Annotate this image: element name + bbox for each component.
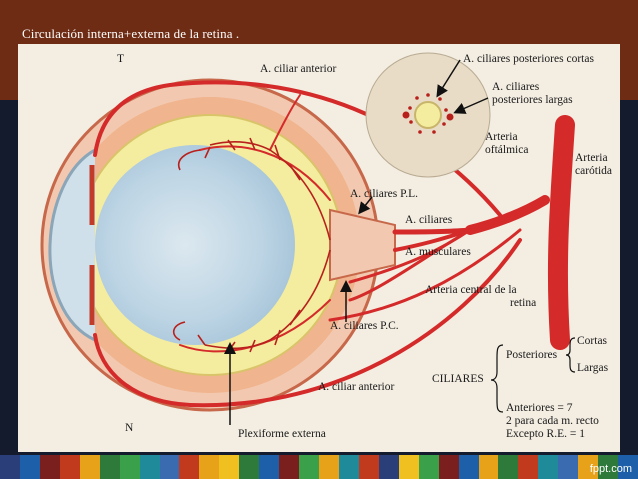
footer-color-block xyxy=(438,455,459,479)
label-ciliares-post-cortas: A. ciliares posteriores cortas xyxy=(463,53,594,65)
pointer-arrows xyxy=(224,59,489,425)
footer-color-block xyxy=(338,455,359,479)
label-ciliares-post-largas-1: A. ciliares xyxy=(492,81,540,93)
label-arteria-carotida-2: carótida xyxy=(575,165,613,177)
vessel-network xyxy=(93,80,575,408)
vessel-carotid xyxy=(547,115,575,350)
footer-color-block xyxy=(418,455,439,479)
footer-color-block xyxy=(179,455,200,479)
cornea xyxy=(48,148,96,342)
label-t: T xyxy=(117,53,125,65)
label-ciliares-post-largas-2: posteriores largas xyxy=(492,94,573,106)
label-ciliares-pl: A. ciliares P.L. xyxy=(350,188,419,200)
footer-color-block xyxy=(598,455,619,479)
label-central-retina-1: Arteria central de la xyxy=(425,284,517,296)
optic-nerve-core xyxy=(414,101,442,129)
footer-color-block xyxy=(219,455,240,479)
optic-nerve xyxy=(329,208,396,282)
footer-color-block xyxy=(498,455,519,479)
label-central-retina-2: retina xyxy=(510,297,537,309)
footer-color-block xyxy=(378,455,399,479)
label-ciliar-anterior-top: A. ciliar anterior xyxy=(260,63,337,75)
classification-anteriores: Anteriores = 7 xyxy=(506,402,573,414)
slide-title: Circulación interna+externa de la retina… xyxy=(22,26,240,41)
footer-color-block xyxy=(99,455,120,479)
footer-color-stripe xyxy=(0,455,638,479)
footer-color-block xyxy=(558,455,579,479)
classification-ciliares: CILIARES xyxy=(432,373,484,385)
ciliary-dots xyxy=(402,93,454,134)
footer-color-block xyxy=(239,455,260,479)
footer-color-block xyxy=(159,455,180,479)
label-plexiforme: Plexiforme externa xyxy=(238,428,326,440)
classification-brackets xyxy=(490,337,576,413)
label-arteria-oftalmica-1: Arteria xyxy=(485,131,518,143)
label-musculares: A. musculares xyxy=(405,246,471,258)
classification-dos-para: 2 para cada m. recto xyxy=(506,415,599,427)
vessel-ophthalmic xyxy=(465,195,550,235)
footer-color-block xyxy=(538,455,559,479)
footer-color-block xyxy=(398,455,419,479)
footer-color-block xyxy=(139,455,160,479)
footer-color-block xyxy=(518,455,539,479)
footer-color-block xyxy=(199,455,220,479)
label-ciliar-anterior-bottom: A. ciliar anterior xyxy=(318,381,395,393)
footer-color-block xyxy=(458,455,479,479)
classification-posteriores: Posteriores xyxy=(506,349,558,361)
footer-color-block xyxy=(618,455,638,479)
footer-color-block xyxy=(358,455,379,479)
vessel-ciliar-anterior-bottom xyxy=(93,238,522,408)
classification-largas: Largas xyxy=(577,362,609,374)
footer-color-block xyxy=(39,455,60,479)
label-ciliares-pc: A. ciliares P.C. xyxy=(330,320,399,332)
footer-color-block xyxy=(578,455,599,479)
footer-color-block xyxy=(79,455,100,479)
footer-color-block xyxy=(19,455,40,479)
footer-color-block xyxy=(259,455,280,479)
label-arteria-oftalmica-2: oftálmica xyxy=(485,144,529,156)
footer-color-block xyxy=(119,455,140,479)
label-arteria-carotida-1: Arteria xyxy=(575,152,608,164)
classification-cortas: Cortas xyxy=(577,335,608,347)
classification-excepto: Excepto R.E. = 1 xyxy=(506,428,585,440)
brand-watermark: fppt.com xyxy=(589,463,632,475)
footer-color-block xyxy=(59,455,80,479)
label-n: N xyxy=(125,422,134,434)
vitreous xyxy=(95,145,295,345)
label-ciliares: A. ciliares xyxy=(405,214,453,226)
footer-color-block xyxy=(299,455,319,479)
footer-color-block xyxy=(0,455,20,479)
footer-color-block xyxy=(319,455,339,479)
footer-color-block xyxy=(279,455,300,479)
footer-color-block xyxy=(478,455,499,479)
